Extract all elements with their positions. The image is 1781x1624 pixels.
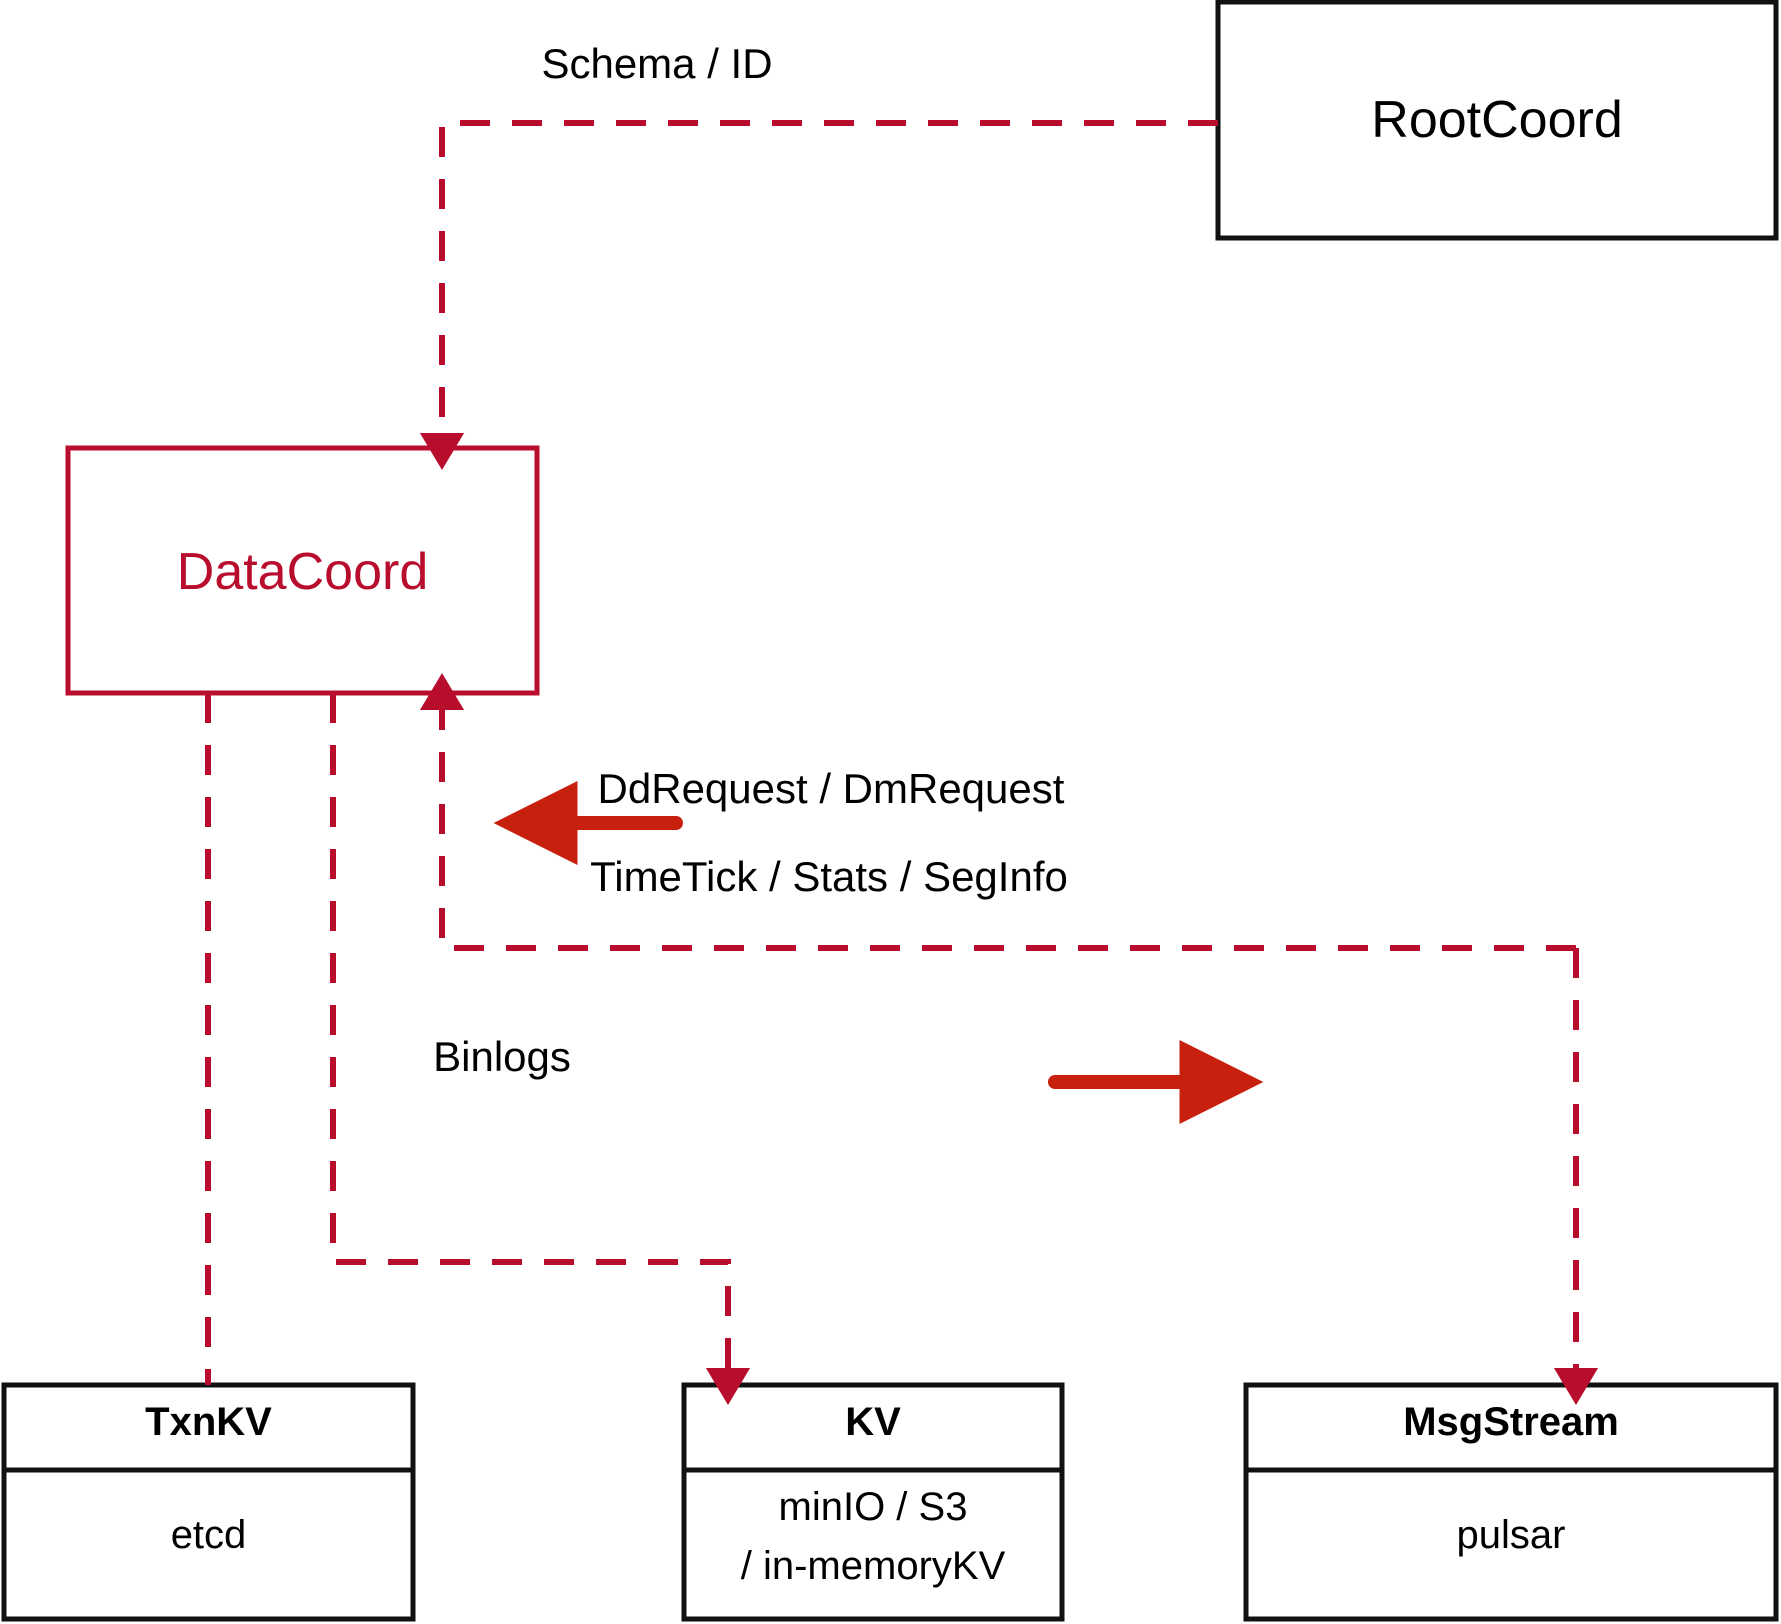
- connector-msgstream-to-datacoord: [419, 673, 1576, 951]
- node-datacoord-box[interactable]: [65, 445, 540, 696]
- edge-label-timetick-stats-seginfo: TimeTick / Stats / SegInfo: [590, 853, 1068, 900]
- node-kv-title: KV: [845, 1400, 901, 1444]
- node-msgstream-title: MsgStream: [1403, 1400, 1619, 1444]
- node-txnkv-subtitle: etcd: [170, 1513, 247, 1557]
- node-msgstream-subtitle: pulsar: [1456, 1513, 1566, 1557]
- edge-label-schema-id: Schema / ID: [541, 40, 773, 87]
- edge-label-binlogs: Binlogs: [433, 1033, 571, 1080]
- connector-datacoord-to-kv: [330, 693, 751, 1405]
- node-datacoord-label: DataCoord: [176, 543, 429, 601]
- node-rootcoord-box[interactable]: [1215, 0, 1779, 241]
- node-kv-box[interactable]: [681, 1382, 1065, 1622]
- node-txnkv-title: TxnKV: [145, 1400, 272, 1444]
- node-kv-subtitle-line1: minIO / S3: [778, 1485, 968, 1529]
- node-kv-subtitle-line2: / in-memoryKV: [740, 1544, 1006, 1588]
- node-msgstream-box[interactable]: [1243, 1382, 1779, 1622]
- connector-rootcoord-to-datacoord: [419, 120, 1218, 470]
- node-rootcoord-label: RootCoord: [1371, 91, 1623, 149]
- edge-label-ddrequest-dmrequest: DdRequest / DmRequest: [597, 765, 1065, 812]
